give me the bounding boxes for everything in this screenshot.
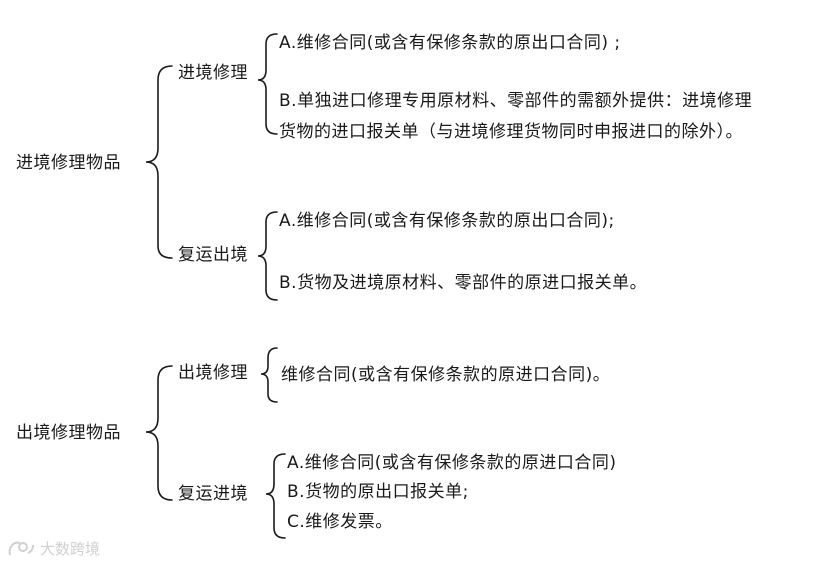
doc-item: C.维修发票。: [287, 512, 393, 532]
node-inbound-repair-items: 进境修理物品: [16, 153, 121, 173]
doc-item: B.单独进口修理专用原材料、零部件的需额外提供：进境修理: [279, 91, 753, 111]
doc-item: A.维修合同(或含有保修条款的原出口合同) ;: [279, 33, 621, 53]
node-reimport: 复运进境: [178, 484, 248, 504]
doc-item: B.货物的原出口报关单;: [287, 482, 469, 502]
watermark: 大数跨境: [6, 538, 100, 559]
brace-outbound-repair: [260, 347, 278, 403]
node-outbound-repair-items: 出境修理物品: [16, 423, 121, 443]
brace-inbound-return: [257, 211, 278, 301]
doc-item: B.货物及进境原材料、零部件的原进口报关单。: [279, 273, 648, 293]
brace-inbound-items: [145, 65, 173, 259]
node-inbound-repair: 进境修理: [178, 63, 248, 83]
watermark-logo-icon: [8, 541, 34, 555]
node-reexport: 复运出境: [178, 245, 248, 265]
doc-item: 维修合同(或含有保修条款的原进口合同)。: [281, 365, 611, 385]
brace-outbound-items: [145, 365, 173, 501]
brace-inbound-repair: [257, 33, 278, 135]
doc-item: A.维修合同(或含有保修条款的原进口合同): [287, 453, 617, 473]
doc-item: 货物的进口报关单（与进境修理货物同时申报进口的除外）。: [279, 122, 743, 142]
doc-item: A.维修合同(或含有保修条款的原出口合同);: [279, 211, 615, 231]
brace-outbound-return: [265, 453, 286, 539]
watermark-text: 大数跨境: [40, 540, 101, 558]
node-outbound-repair: 出境修理: [178, 363, 248, 383]
